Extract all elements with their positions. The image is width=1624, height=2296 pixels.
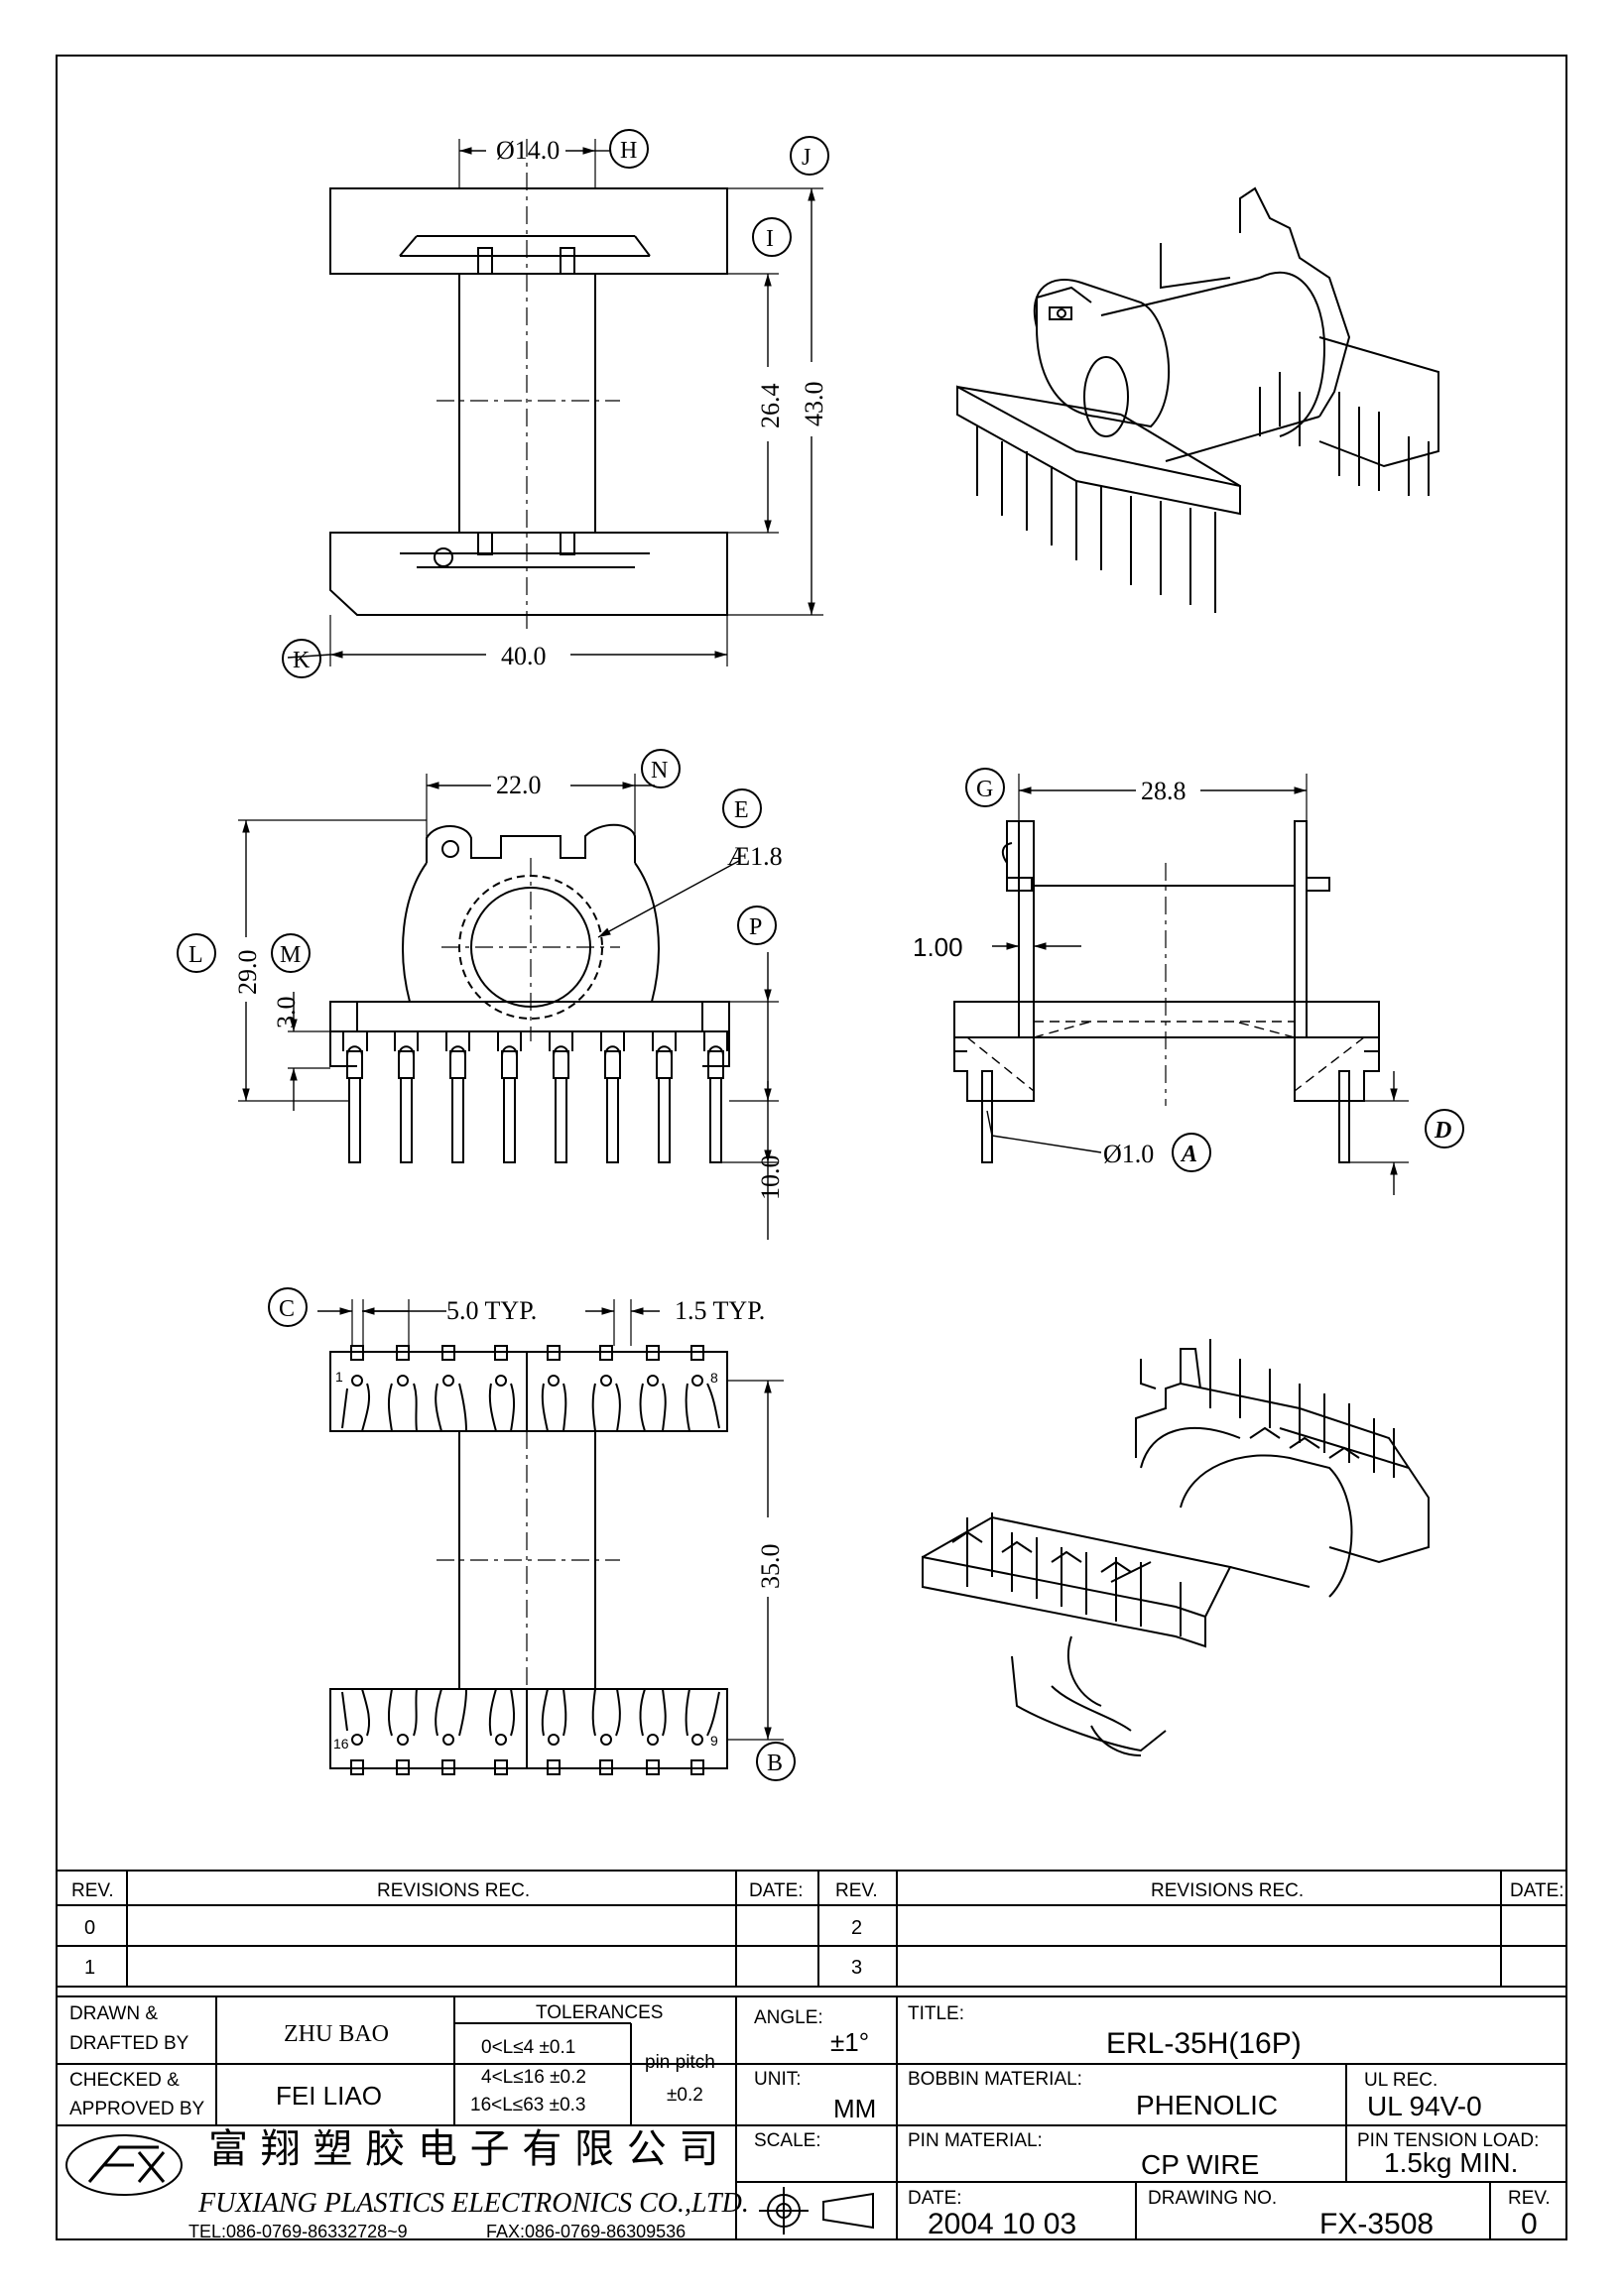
pin-pitch-label: pin pitch xyxy=(645,2052,715,2073)
ul-value: UL 94V-0 xyxy=(1367,2091,1482,2121)
drawn-by: ZHU BAO xyxy=(284,2021,389,2047)
title-label: TITLE: xyxy=(908,2003,964,2024)
bobbin-material-label: BOBBIN MATERIAL: xyxy=(908,2069,1082,2090)
callout-D: D xyxy=(1434,1118,1451,1144)
side-view xyxy=(953,768,1464,1195)
pin-tension-label: PIN TENSION LOAD: xyxy=(1357,2130,1539,2151)
rev-label: REV. xyxy=(1508,2188,1551,2209)
tolerance-1: 0<L≤4 ±0.1 xyxy=(481,2037,575,2058)
company-name-chinese: 富 翔 塑 胶 电 子 有 限 公 司 xyxy=(208,2126,718,2172)
dim-e18: Æ1.8 xyxy=(727,842,783,871)
tolerances-header: TOLERANCES xyxy=(536,2002,663,2023)
scale-label: SCALE: xyxy=(754,2130,821,2151)
front-view xyxy=(177,749,779,1240)
top-view xyxy=(282,129,829,678)
callout-P: P xyxy=(749,914,762,940)
title-value: ERL-35H(16P) xyxy=(1106,2027,1302,2060)
date-header-left: DATE: xyxy=(749,1880,804,1901)
callout-L: L xyxy=(188,942,203,968)
pin-tension-value: 1.5kg MIN. xyxy=(1384,2147,1518,2178)
dim-d29: 29.0 xyxy=(233,950,262,996)
dim-d28-8: 28.8 xyxy=(1141,777,1187,805)
pin-8-label: 8 xyxy=(710,1370,718,1386)
dim-d26-4: 26.4 xyxy=(756,384,785,429)
isometric-view-top xyxy=(956,186,1439,613)
bottom-view xyxy=(268,1287,796,1781)
callout-H: H xyxy=(620,138,637,164)
company-tel: TEL:086-0769-86332728~9 xyxy=(188,2222,408,2241)
pin-pitch-value: ±0.2 xyxy=(667,2085,703,2106)
tolerance-2: 4<L≤16 ±0.2 xyxy=(481,2067,586,2088)
pin-material-label: PIN MATERIAL: xyxy=(908,2130,1043,2151)
checked-label-2: APPROVED BY xyxy=(69,2099,205,2119)
rev-value: 0 xyxy=(1521,2208,1538,2240)
rev-row-1: 1 xyxy=(84,1957,95,1979)
dim-d1-00: 1.00 xyxy=(913,932,963,962)
date-value: 2004 10 03 xyxy=(928,2208,1076,2240)
checked-label-1: CHECKED & xyxy=(69,2070,180,2091)
dim-d40: 40.0 xyxy=(501,642,547,670)
company-fax: FAX:086-0769-86309536 xyxy=(486,2222,686,2241)
dim-d22: 22.0 xyxy=(496,771,542,799)
tolerance-3: 16<L≤63 ±0.3 xyxy=(470,2095,585,2115)
callout-C: C xyxy=(279,1296,295,1322)
dim-d14: Ø14.0 xyxy=(496,136,560,165)
company-info-en: FUXIANG PLASTICS ELECTRONICS CO.,LTD. TE… xyxy=(188,2188,749,2241)
rev-row-0: 0 xyxy=(84,1917,95,1939)
drawn-label-2: DRAFTED BY xyxy=(69,2033,189,2054)
date-label: DATE: xyxy=(908,2188,962,2209)
callout-E: E xyxy=(734,797,749,823)
callout-J: J xyxy=(802,145,811,171)
callout-B: B xyxy=(767,1751,783,1776)
angle-value: ±1° xyxy=(830,2027,869,2057)
callout-K: K xyxy=(293,648,311,673)
callout-A: A xyxy=(1180,1142,1197,1167)
revision-table-text: REV. REVISIONS REC. DATE: REV. REVISIONS… xyxy=(71,1880,1564,1979)
dim-d3: 3.0 xyxy=(272,997,301,1029)
callout-I: I xyxy=(766,226,774,252)
rev-header-right: REV. xyxy=(835,1880,878,1901)
company-name-english: FUXIANG PLASTICS ELECTRONICS CO.,LTD. xyxy=(197,2188,749,2219)
dim-d43: 43.0 xyxy=(800,382,828,427)
ul-label: UL REC. xyxy=(1364,2070,1437,2091)
date-header-right: DATE: xyxy=(1510,1880,1564,1901)
pin-9-label: 9 xyxy=(710,1733,718,1749)
dim-typ5: 5.0 TYP. xyxy=(446,1296,537,1325)
dim-d35: 35.0 xyxy=(756,1544,785,1590)
checked-by: FEI LIAO xyxy=(276,2081,382,2111)
drawing-no-value: FX-3508 xyxy=(1319,2208,1434,2240)
logo-text: FX xyxy=(0,0,2,1)
callout-N: N xyxy=(651,758,668,784)
rev-header-left: REV. xyxy=(71,1880,114,1901)
title-block xyxy=(57,1996,1566,2239)
company-logo: FX xyxy=(0,0,183,2196)
bobbin-material-value: PHENOLIC xyxy=(1136,2090,1278,2120)
dim-d10: 10.0 xyxy=(756,1155,785,1201)
drawn-label-1: DRAWN & xyxy=(69,2003,158,2024)
title-block-text: DRAWN & DRAFTED BY ZHU BAO CHECKED & APP… xyxy=(69,2002,1551,2240)
unit-value: MM xyxy=(833,2094,876,2123)
unit-label: UNIT: xyxy=(754,2069,802,2090)
company-info: 富 翔 塑 胶 电 子 有 限 公 司 xyxy=(208,2126,718,2172)
rev-row-3: 3 xyxy=(851,1957,862,1979)
pin-material-value: CP WIRE xyxy=(1141,2149,1259,2180)
pin-1-label: 1 xyxy=(335,1369,343,1385)
angle-label: ANGLE: xyxy=(754,2007,823,2028)
sheet-border xyxy=(56,55,1567,2240)
rec-header-right: REVISIONS REC. xyxy=(1151,1880,1304,1901)
isometric-view-bottom xyxy=(922,1339,1430,1756)
rev-row-2: 2 xyxy=(851,1917,862,1939)
revision-table xyxy=(57,1870,1566,1997)
pin-16-label: 16 xyxy=(333,1736,349,1752)
rec-header-left: REVISIONS REC. xyxy=(377,1880,530,1901)
callout-G: G xyxy=(976,777,993,802)
drawing-no-label: DRAWING NO. xyxy=(1148,2188,1277,2209)
callout-M: M xyxy=(280,942,301,968)
dim-typ15: 1.5 TYP. xyxy=(675,1296,765,1325)
dim-d1-0: Ø1.0 xyxy=(1103,1140,1154,1168)
